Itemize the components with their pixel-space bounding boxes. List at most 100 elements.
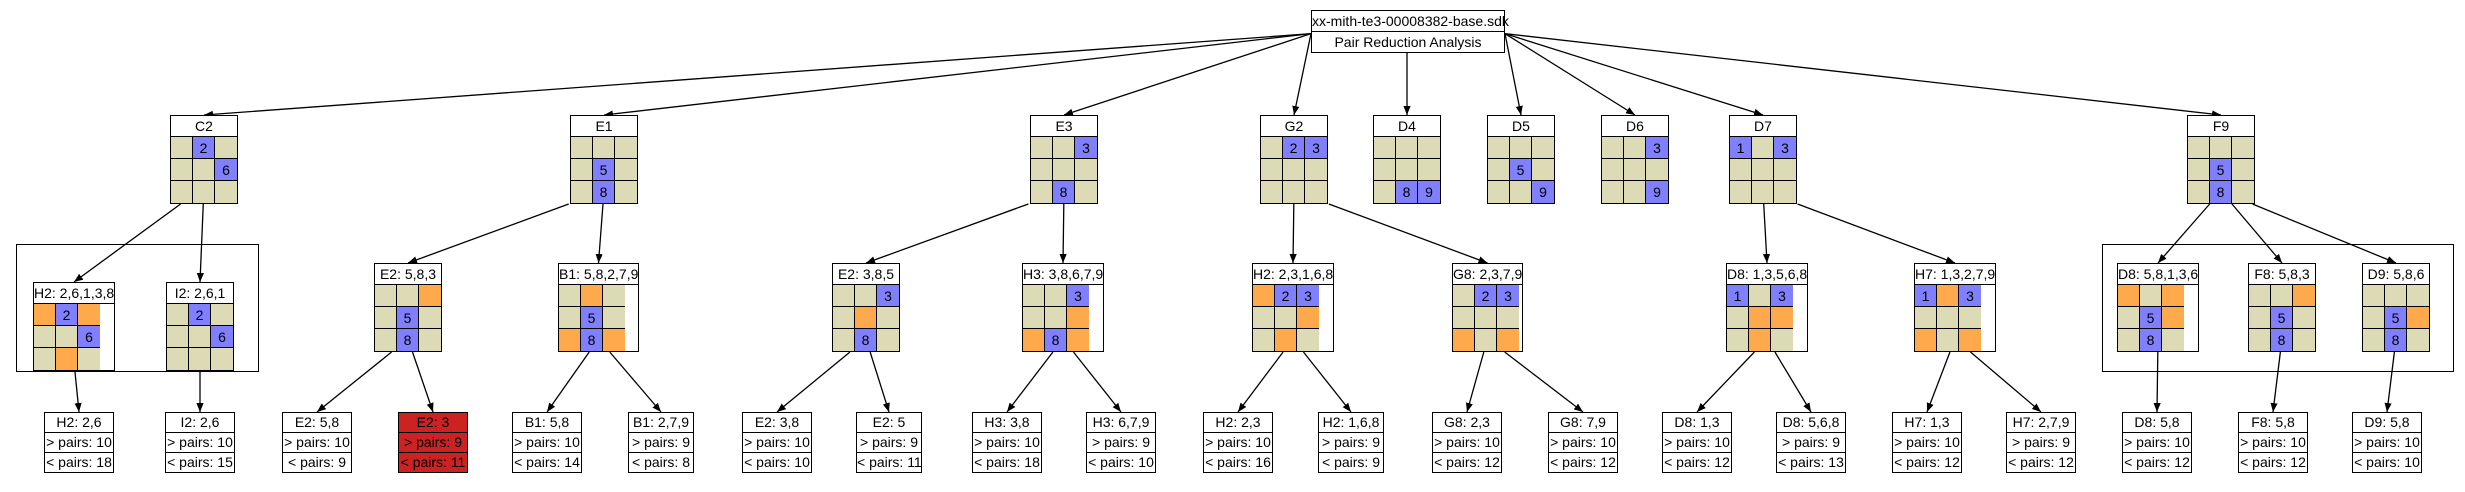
grid-cell bbox=[1727, 329, 1749, 351]
grid-cell bbox=[1488, 137, 1510, 159]
grid-cell: 8 bbox=[1045, 329, 1067, 351]
grid-cell bbox=[833, 285, 855, 307]
node-label: F9 bbox=[2212, 118, 2230, 134]
leaf-node-d8-5-8: D8: 5,8> pairs: 10< pairs: 12 bbox=[2122, 412, 2192, 473]
leaf-node-e2-3: E2: 3> pairs: 9< pairs: 11 bbox=[398, 412, 468, 473]
edge-d8a-l16 bbox=[1774, 351, 1812, 413]
grid-cell bbox=[1283, 181, 1305, 203]
less-pairs-count: < pairs: 12 bbox=[1549, 452, 1617, 470]
grid-cell bbox=[1053, 159, 1075, 181]
grid-cell bbox=[1283, 159, 1305, 181]
grid-cell bbox=[2162, 329, 2184, 351]
grid-cell: 1 bbox=[1730, 137, 1752, 159]
grid-cell bbox=[559, 329, 581, 351]
grid-cell bbox=[1253, 307, 1275, 329]
grid-cell bbox=[1453, 285, 1475, 307]
grid-cell: 5 bbox=[2271, 307, 2293, 329]
grid-cell bbox=[1396, 137, 1418, 159]
leaf-label: H7: 1,3 bbox=[1904, 414, 1950, 430]
grid-cell bbox=[1253, 329, 1275, 351]
grid-cell: 3 bbox=[1959, 285, 1981, 307]
greater-pairs-count: > pairs: 9 bbox=[1319, 432, 1383, 452]
leaf-node-d8-5-6-8: D8: 5,6,8> pairs: 9< pairs: 13 bbox=[1776, 412, 1846, 473]
grid-cell: 3 bbox=[1305, 137, 1327, 159]
leaf-label: D8: 5,8 bbox=[2134, 414, 2180, 430]
less-pairs-count: < pairs: 13 bbox=[1777, 452, 1845, 470]
grid-cell bbox=[1510, 181, 1532, 203]
less-pairs-count: < pairs: 10 bbox=[2353, 452, 2421, 470]
grid-cell: 3 bbox=[1771, 285, 1793, 307]
grid-cell bbox=[1774, 159, 1796, 181]
grid-cell bbox=[1602, 137, 1624, 159]
grid-cell bbox=[2162, 307, 2184, 329]
grid-cell bbox=[2293, 329, 2315, 351]
grid-cell bbox=[1297, 329, 1319, 351]
grid-cell bbox=[56, 326, 78, 348]
grid-cell: 8 bbox=[2385, 329, 2407, 351]
node-label: E2: 3,8,5 bbox=[837, 266, 895, 282]
greater-pairs-count: > pairs: 9 bbox=[399, 432, 467, 452]
edge-e3-e2b bbox=[865, 203, 1029, 264]
greater-pairs-count: > pairs: 10 bbox=[2239, 432, 2307, 450]
less-pairs-count: < pairs: 10 bbox=[743, 452, 811, 470]
leaf-label: H2: 2,3 bbox=[1215, 414, 1261, 430]
grid-cell bbox=[1261, 137, 1283, 159]
greater-pairs-count: > pairs: 10 bbox=[743, 432, 811, 450]
less-pairs-count: < pairs: 8 bbox=[629, 452, 693, 472]
grid-cell bbox=[855, 307, 877, 329]
grid-cell bbox=[1959, 329, 1981, 351]
grid-cell bbox=[1624, 181, 1646, 203]
node-label: E3 bbox=[1055, 118, 1073, 134]
leaf-label: E2: 3 bbox=[416, 414, 450, 430]
grid-cell bbox=[1418, 159, 1440, 181]
edge-e2b-l7 bbox=[776, 351, 851, 413]
grid-cell bbox=[375, 285, 397, 307]
grid-cell bbox=[1602, 181, 1624, 203]
greater-pairs-count: > pairs: 9 bbox=[2007, 432, 2075, 452]
grid-cell bbox=[1045, 307, 1067, 329]
grid-cell bbox=[2188, 137, 2210, 159]
grid-cell bbox=[2162, 285, 2184, 307]
grid-cell bbox=[2140, 285, 2162, 307]
leaf-node-b1-2-7-9: B1: 2,7,9> pairs: 9< pairs: 8 bbox=[628, 412, 694, 473]
grid-cell bbox=[1730, 181, 1752, 203]
node-label: D8: 1,3,5,6,8 bbox=[1727, 266, 1808, 282]
grid-cell: 1 bbox=[1915, 285, 1937, 307]
edge-root-e3 bbox=[1063, 33, 1312, 116]
grid-cell bbox=[56, 348, 78, 370]
leaf-label: D9: 5,8 bbox=[2364, 414, 2410, 430]
node-label: D4 bbox=[1398, 118, 1416, 134]
grid-cell bbox=[1915, 329, 1937, 351]
grid-cell bbox=[34, 304, 56, 326]
grid-cell: 8 bbox=[593, 181, 615, 203]
less-pairs-count: < pairs: 18 bbox=[45, 452, 113, 470]
edge-e2b-l8 bbox=[869, 351, 890, 413]
node-label: H2: 2,6,1,3,8 bbox=[34, 285, 115, 301]
grid-cell bbox=[1253, 285, 1275, 307]
grid-cell bbox=[1532, 137, 1554, 159]
grid-cell bbox=[211, 348, 233, 370]
node-label: E1 bbox=[595, 118, 613, 134]
leaf-node-d8-1-3: D8: 1,3> pairs: 10< pairs: 12 bbox=[1662, 412, 1732, 473]
leaf-node-h3-3-8: H3: 3,8> pairs: 10< pairs: 18 bbox=[972, 412, 1042, 473]
grid-cell bbox=[603, 307, 625, 329]
grid-cell bbox=[189, 348, 211, 370]
grid-cell bbox=[171, 181, 193, 203]
grid-cell: 5 bbox=[2385, 307, 2407, 329]
grid-cell: 8 bbox=[1053, 181, 1075, 203]
edge-root-g2 bbox=[1292, 33, 1312, 116]
root-title: xx-mith-te3-00008382-base.sdk bbox=[1312, 13, 1509, 29]
grid-cell: 5 bbox=[2210, 159, 2232, 181]
grid-cell bbox=[1075, 159, 1097, 181]
grid-cell bbox=[571, 159, 593, 181]
grid-cell bbox=[1075, 181, 1097, 203]
grid-cell bbox=[1418, 137, 1440, 159]
less-pairs-count: < pairs: 16 bbox=[1204, 452, 1272, 470]
